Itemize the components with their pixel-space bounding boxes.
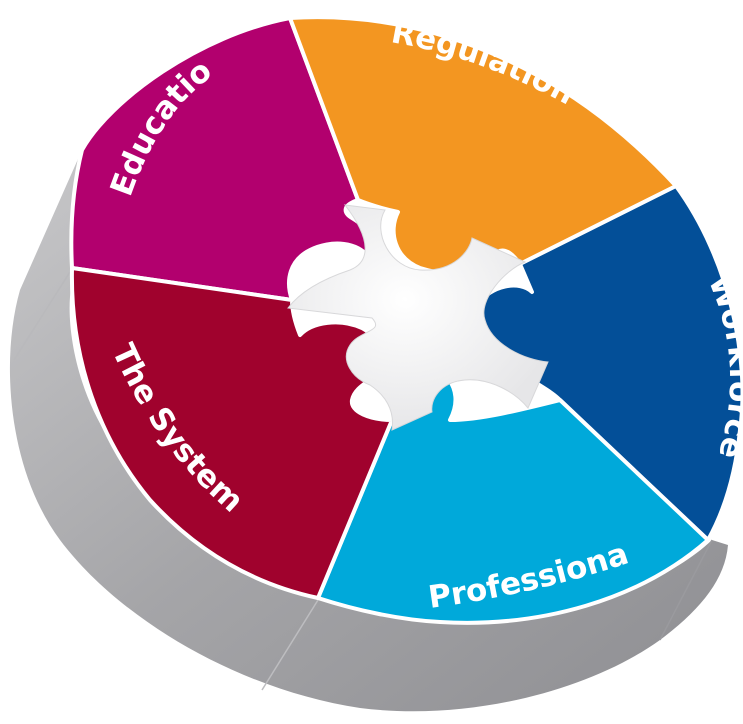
wheel-base xyxy=(9,150,729,712)
wheel-side-crease-1 xyxy=(13,271,71,361)
wheel-side-crease-2 xyxy=(261,599,319,691)
wheel-side-crease-3 xyxy=(659,539,713,641)
wheel-top xyxy=(69,15,743,625)
segment-the-system xyxy=(69,266,394,600)
wheel-side-wall xyxy=(9,150,729,712)
center-hub xyxy=(287,204,549,431)
